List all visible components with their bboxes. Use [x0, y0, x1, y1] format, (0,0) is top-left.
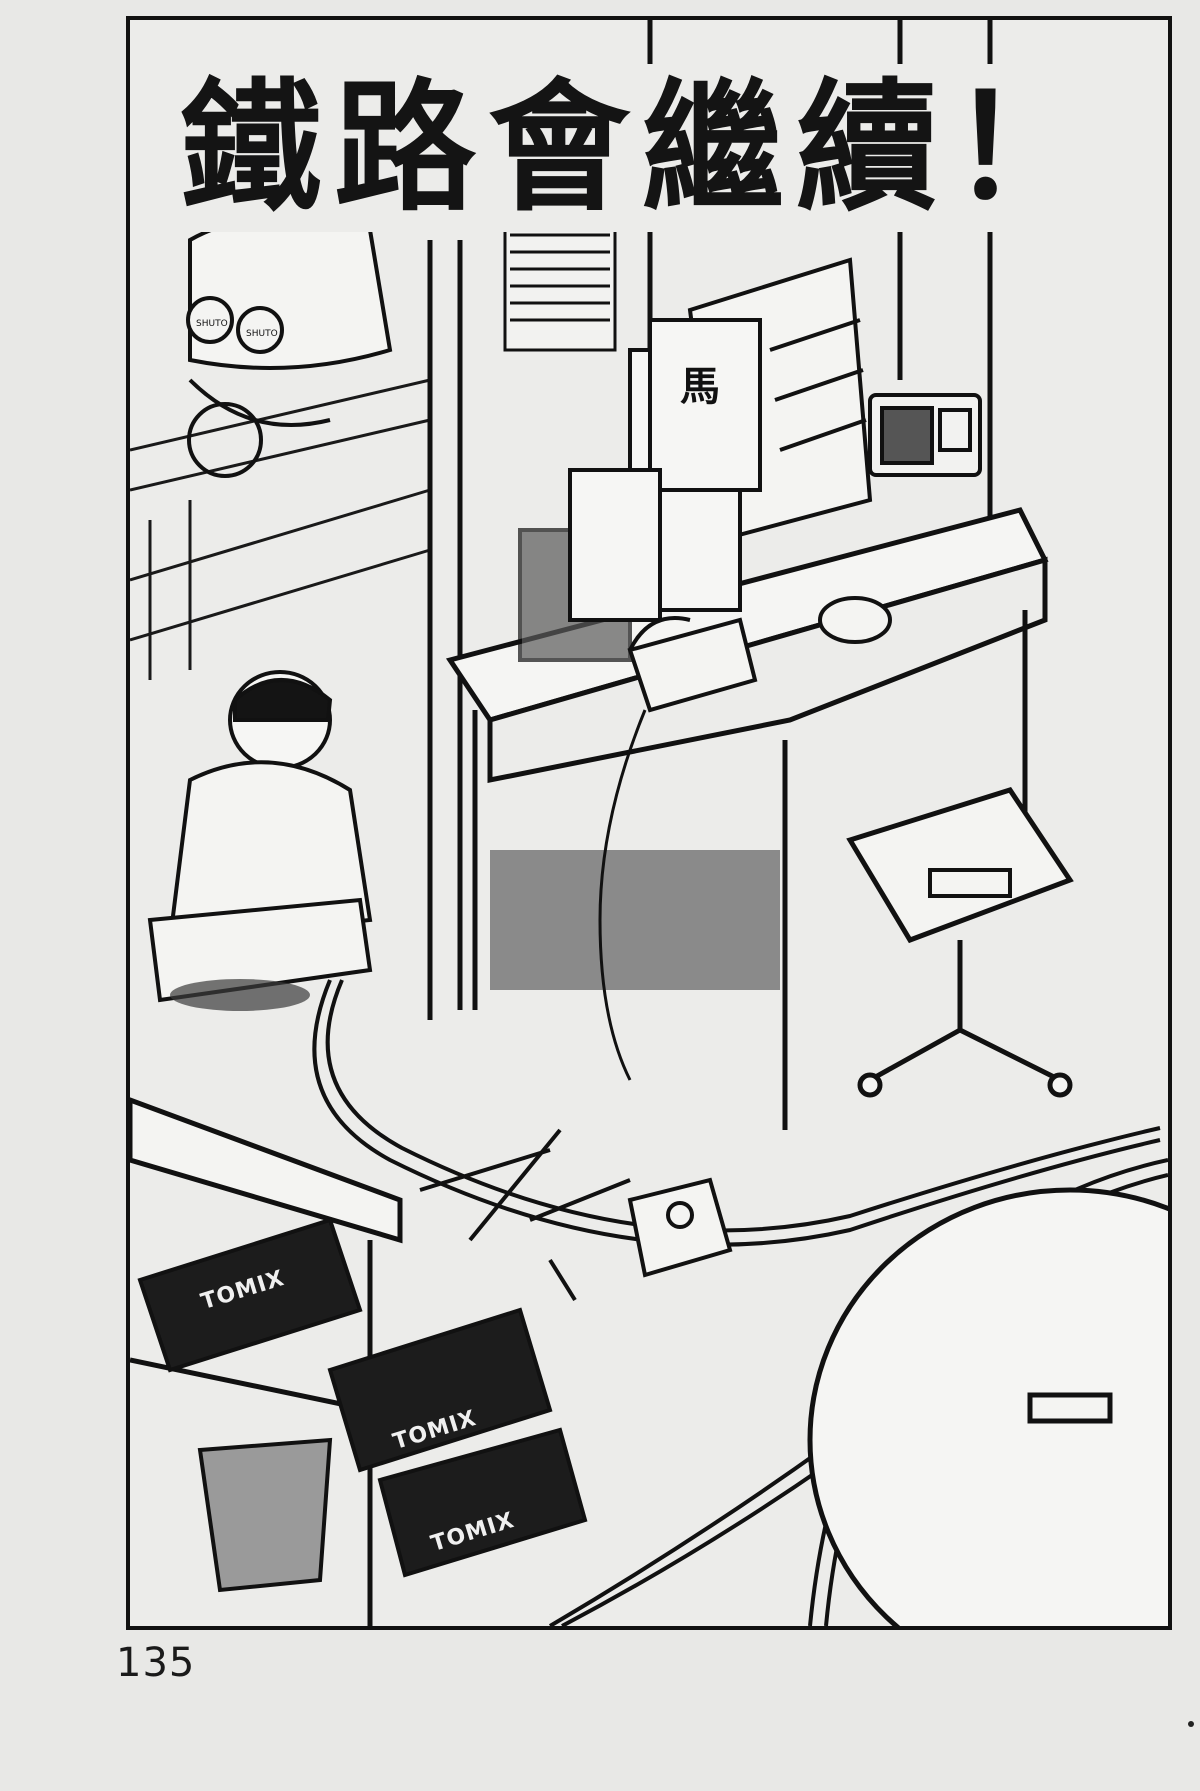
loose-track-pieces	[419, 1128, 631, 1302]
crouching-man	[147, 670, 373, 1011]
street-scene	[130, 378, 431, 680]
radio	[868, 393, 982, 477]
tomix-box-2	[327, 1307, 553, 1473]
tomix-box-1	[137, 1217, 363, 1373]
book-title: 馬	[680, 363, 720, 410]
office-chair	[846, 787, 1074, 1098]
motorcycle	[186, 215, 393, 478]
bike-badge-left: SHUTO	[196, 319, 228, 329]
bike-badge-right: SHUTO	[246, 329, 278, 339]
office-desk	[445, 507, 1049, 1130]
panel-illustration: SHUTO SHUTO	[130, 20, 1168, 1626]
title-background	[180, 64, 1140, 232]
manga-panel: SHUTO SHUTO	[126, 16, 1172, 1630]
round-table	[807, 1187, 1168, 1626]
ink-speck	[1188, 1721, 1194, 1727]
book-stand	[518, 318, 762, 662]
telephone	[598, 616, 758, 1081]
model-train-car	[928, 868, 1012, 898]
page-number: 135	[116, 1640, 196, 1686]
ashtray	[818, 596, 892, 644]
page-title: 鐵路會繼續！	[180, 65, 1104, 231]
tomix-box-3	[377, 1427, 588, 1578]
window-blinds	[503, 218, 617, 352]
waste-basket	[197, 1437, 333, 1593]
power-controller	[627, 1177, 733, 1278]
